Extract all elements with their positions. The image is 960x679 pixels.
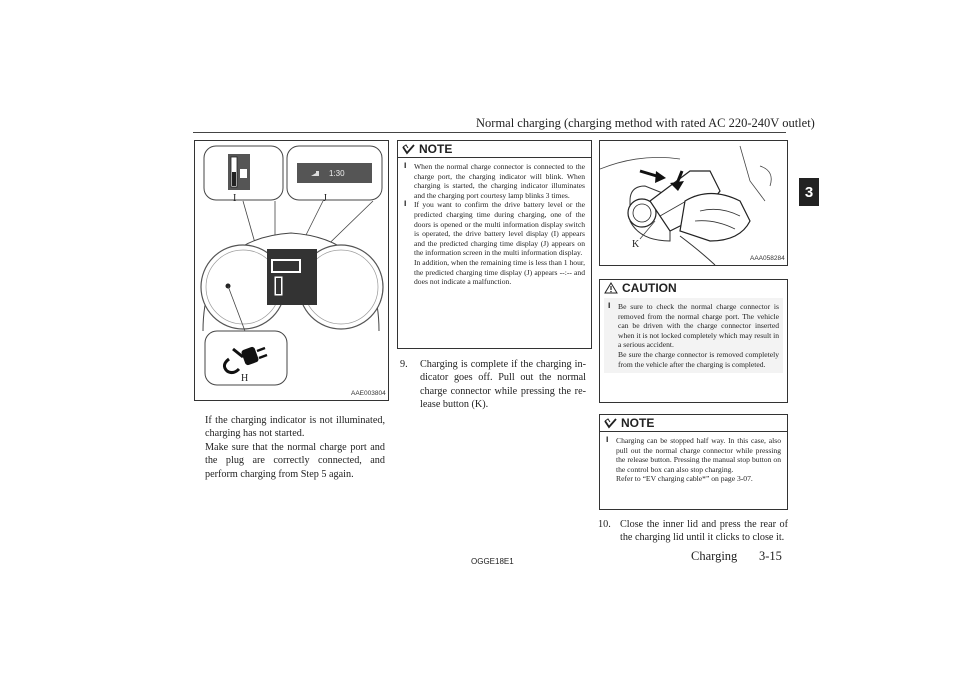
instrument-cluster-illustration [200, 145, 384, 386]
figure-code: AAA058284 [750, 255, 785, 262]
list-item-continued: In addition, when the remaining time is … [414, 257, 585, 287]
note-icon [604, 417, 617, 428]
step-number: 9. [400, 359, 408, 370]
step-number: 10. [598, 519, 611, 530]
list-item: l If you want to confirm the drive batte… [404, 200, 585, 258]
footer-section: Charging [691, 549, 738, 563]
paragraph: If the charging indicator is not illumin… [205, 415, 385, 440]
note-header: NOTE [398, 141, 591, 158]
figure-instrument-cluster: 1:30 I J H AAE003804 [194, 140, 389, 401]
list-item: l Charging can be stopped half way. In t… [606, 436, 781, 474]
note-title: NOTE [621, 416, 655, 430]
step-10: 10. Close the inner lid and press the re… [598, 518, 788, 545]
callout-i: I [233, 193, 237, 204]
page-number: 3-15 [759, 549, 782, 563]
charging-not-started-text: If the charging indicator is not illumin… [205, 414, 385, 481]
callout-h: H [241, 373, 249, 384]
list-item: l When the normal charge connector is co… [404, 162, 585, 200]
caution-title: CAUTION [622, 281, 677, 295]
caution-header: CAUTION [600, 280, 787, 296]
note-icon [402, 143, 415, 154]
time-display: 1:30 [329, 169, 345, 178]
figure-charge-connector: K AAA058284 [599, 140, 788, 266]
cross-reference: Refer to “EV charging cable*” on page 3-… [616, 474, 753, 484]
chapter-tab: 3 [799, 178, 819, 206]
warning-triangle-icon [604, 282, 618, 294]
list-item-continued: Refer to “EV charging cable*” on page 3-… [606, 474, 781, 484]
step-9: 9. Charging is complete if the charging … [400, 358, 586, 412]
figure-code: AAE003804 [351, 390, 386, 397]
bullet-icon: l [606, 436, 609, 444]
paragraph: Make sure that the normal charge port an… [205, 441, 385, 480]
note-box: NOTE l When the normal charge connector … [397, 140, 592, 349]
callout-k: K [632, 239, 640, 250]
bullet-icon: l [404, 200, 407, 209]
list-item-continued: Be sure the charge connector is removed … [618, 349, 779, 369]
footer-code: OGGE18E1 [471, 557, 514, 566]
caution-box: CAUTION l Be sure to check the normal ch… [599, 279, 788, 403]
running-header: Normal charging (charging method with ra… [476, 116, 815, 130]
note-title: NOTE [419, 142, 453, 156]
bullet-icon: l [608, 302, 611, 310]
note-header: NOTE [600, 415, 787, 432]
bullet-icon: l [404, 162, 407, 170]
callout-j: J [323, 193, 327, 204]
header-rule [193, 132, 786, 133]
list-item: l Be sure to check the normal charge con… [608, 302, 779, 350]
step-text: Charging is complete if the charging in­… [420, 359, 586, 411]
step-text: Close the inner lid and press the rear o… [620, 519, 788, 544]
charge-connector-illustration [600, 145, 772, 265]
note-box: NOTE l Charging can be stopped half way.… [599, 414, 788, 510]
